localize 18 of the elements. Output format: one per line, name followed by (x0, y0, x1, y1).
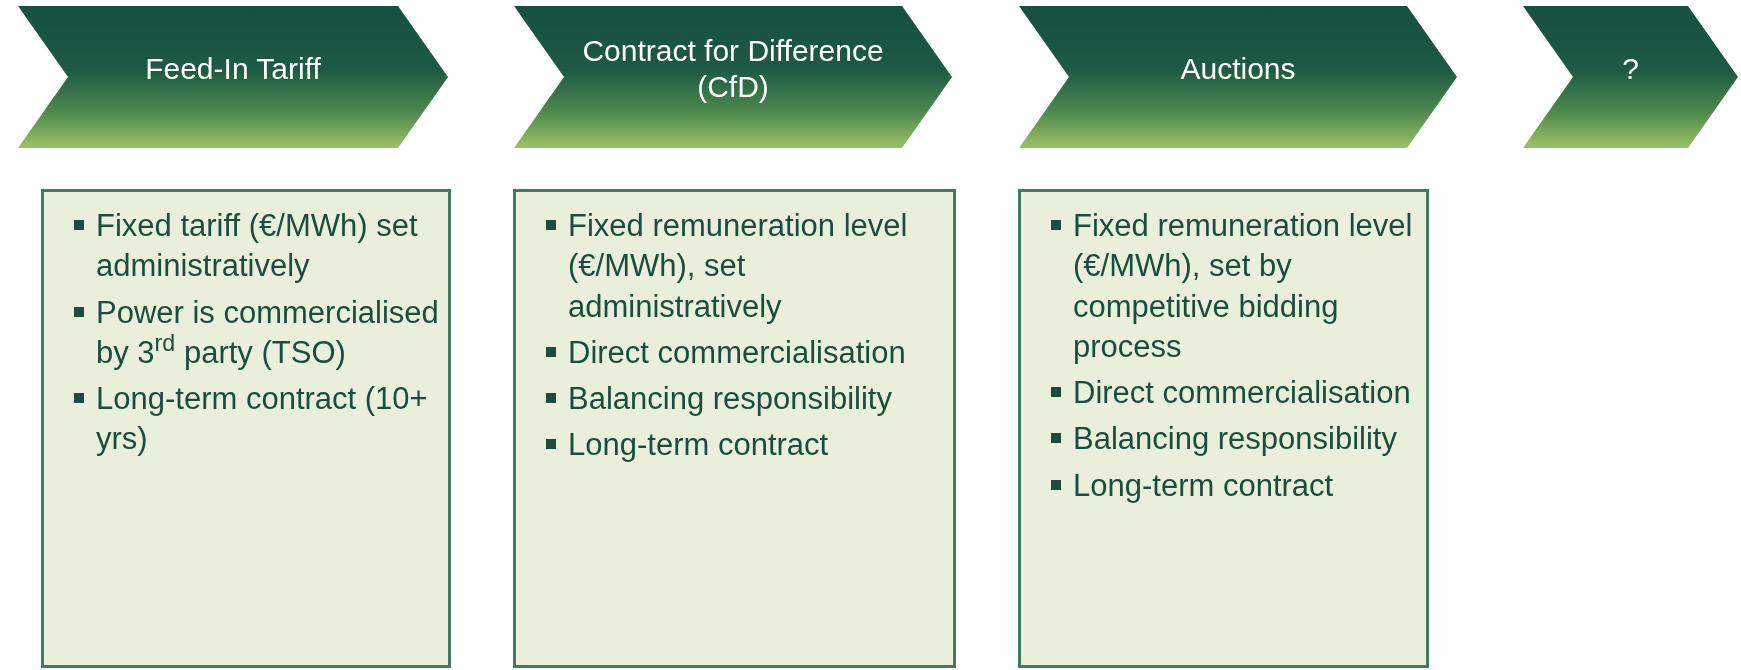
feature-text: Fixed tariff (€/MWh) set administratively (96, 207, 419, 286)
stage-title: Auctions (1180, 51, 1296, 87)
feature-card (41, 189, 451, 668)
feature-text: Direct commercialisation (1073, 374, 1411, 413)
feature-text: Direct commercialisation (568, 333, 906, 372)
stage-title: ? (1622, 51, 1639, 87)
feature-text: Balancing responsibility (568, 380, 892, 419)
feature-text: Long-term contract (10+ yrs) (96, 380, 429, 459)
feature-text: Long-term contract (568, 426, 829, 465)
stage-title: Feed-In Tariff (145, 51, 321, 87)
feature-card (513, 189, 956, 668)
feature-text: Power is commercialised by 3$^{rd}$ party (TSO) (96, 293, 440, 372)
feature-text: Long-term contract (1073, 466, 1334, 505)
stage-title: Contract for Difference (CfD) (581, 33, 885, 105)
feature-text: Balancing responsibility (1073, 420, 1397, 459)
feature-text: Fixed remuneration level (€/MWh), set administratively (568, 207, 909, 326)
feature-text: Fixed remuneration level (€/MWh), set by competitive bidding process (1073, 207, 1414, 366)
feature-card (1018, 189, 1429, 668)
